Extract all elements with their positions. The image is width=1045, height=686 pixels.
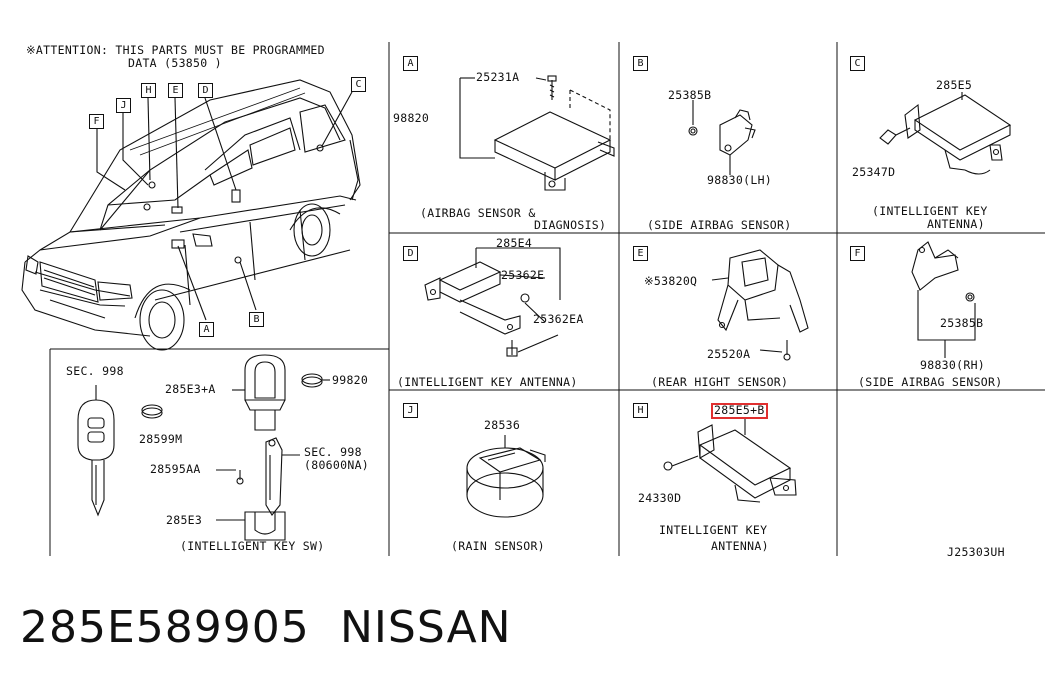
panel-d-label: D [403, 246, 418, 261]
diagram-code: J25303UH [947, 545, 1005, 559]
callout-b[interactable]: B [249, 312, 264, 327]
callout-e[interactable]: E [168, 83, 183, 98]
part-number[interactable]: 98820 [393, 111, 430, 125]
callout-d[interactable]: D [198, 83, 213, 98]
part-number[interactable]: SEC. 998 [304, 445, 362, 459]
callout-f[interactable]: F [89, 114, 104, 129]
panel-b-label: B [633, 56, 648, 71]
part-number[interactable]: 28599M [139, 432, 183, 446]
airbag-sensor-drawing [459, 75, 615, 191]
panel-e-label: E [633, 246, 648, 261]
key-antenna-d-drawing [424, 247, 561, 357]
callout-j[interactable]: J [116, 98, 131, 113]
callout-h[interactable]: H [141, 83, 156, 98]
intelligent-key-drawing [77, 354, 330, 541]
part-number[interactable]: 25385B [668, 88, 712, 102]
panel-e-caption: (REAR HIGHT SENSOR) [651, 375, 789, 389]
callout-a[interactable]: A [199, 322, 214, 337]
part-number[interactable]: 98830(RH) [920, 358, 986, 372]
side-airbag-sensor-rh-drawing [911, 241, 976, 358]
part-number[interactable]: 99820 [332, 373, 369, 387]
panel-h-caption-2: ANTENNA) [711, 539, 769, 553]
part-number[interactable]: 285E5 [936, 78, 973, 92]
panel-b-caption: (SIDE AIRBAG SENSOR) [647, 218, 792, 232]
part-number[interactable]: 25362E [501, 268, 545, 282]
key-panel-caption: (INTELLIGENT KEY SW) [180, 539, 325, 553]
side-airbag-sensor-lh-drawing [688, 100, 756, 175]
brand-name: NISSAN [340, 602, 512, 653]
panel-d-caption: (INTELLIGENT KEY ANTENNA) [397, 375, 578, 389]
part-number[interactable]: 28536 [484, 418, 521, 432]
attention-data: DATA (53850 ) [128, 56, 222, 70]
part-number-title: 285E589905 [20, 602, 310, 653]
part-number[interactable]: 25231A [476, 70, 520, 84]
panel-c-caption: (INTELLIGENT KEY [872, 204, 988, 218]
part-number[interactable]: 285E3 [166, 513, 203, 527]
part-number[interactable]: (80600NA) [304, 458, 370, 472]
panel-f-caption: (SIDE AIRBAG SENSOR) [858, 375, 1003, 389]
part-number[interactable]: 25347D [852, 165, 896, 179]
panel-f-label: F [850, 246, 865, 261]
callout-c[interactable]: C [351, 77, 366, 92]
part-number[interactable]: 98830(LH) [707, 173, 773, 187]
part-number[interactable]: SEC. 998 [66, 364, 124, 378]
rain-sensor-drawing [466, 435, 546, 518]
part-number[interactable]: 25520A [707, 347, 751, 361]
part-number-highlighted[interactable]: 285E5+B [711, 403, 768, 419]
part-number[interactable]: 285E4 [496, 236, 533, 250]
panel-a-caption-2: DIAGNOSIS) [534, 218, 607, 232]
part-number[interactable]: 285E3+A [165, 382, 216, 396]
part-number[interactable]: ※53820Q [644, 274, 698, 288]
part-number[interactable]: 25385B [940, 316, 984, 330]
panel-c-label: C [850, 56, 865, 71]
panel-h-label: H [633, 403, 648, 418]
rear-height-sensor-drawing [711, 249, 809, 361]
panel-a-label: A [403, 56, 418, 71]
part-number[interactable]: 28595AA [150, 462, 201, 476]
key-antenna-c-drawing [879, 92, 1012, 175]
key-antenna-h-drawing [663, 417, 797, 503]
panel-a-caption: (AIRBAG SENSOR & [420, 206, 536, 220]
part-number[interactable]: 25362EA [533, 312, 584, 326]
panel-j-label: J [403, 403, 418, 418]
panel-h-caption: INTELLIGENT KEY [659, 523, 768, 537]
vehicle-illustration [21, 79, 361, 351]
panel-j-caption: (RAIN SENSOR) [451, 539, 545, 553]
part-number[interactable]: 24330D [638, 491, 682, 505]
attention-note: ※ATTENTION: THIS PARTS MUST BE PROGRAMME… [26, 43, 325, 57]
panel-c-caption-2: ANTENNA) [927, 217, 985, 231]
